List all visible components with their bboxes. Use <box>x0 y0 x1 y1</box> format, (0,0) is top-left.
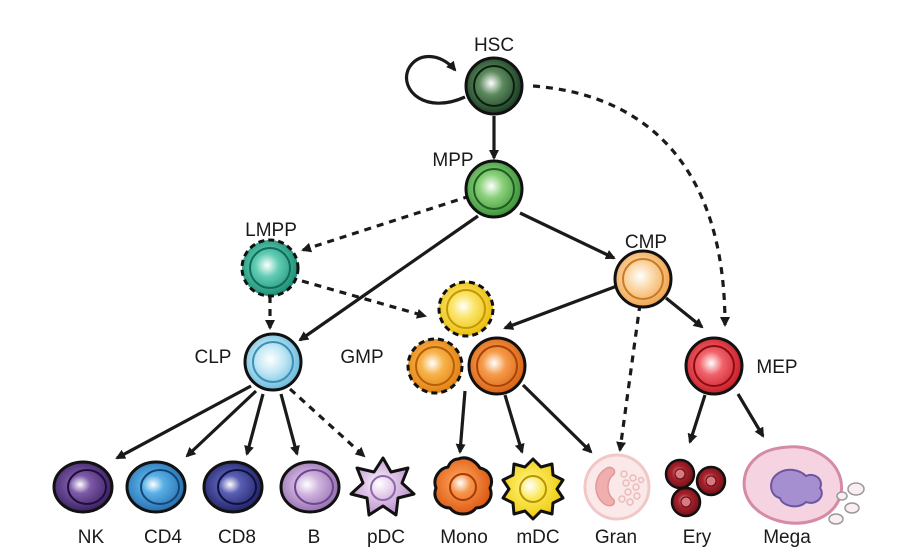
mono-cell <box>433 456 494 516</box>
mpp-cell <box>464 159 524 219</box>
ery-cells <box>664 458 727 518</box>
mdc-cell <box>501 457 565 521</box>
edge-mep-ery <box>687 394 707 444</box>
lmpp-cell <box>240 238 300 298</box>
edge-clp-b <box>279 393 300 456</box>
label-mono: Mono <box>440 527 488 548</box>
edge-mpp-lmpp <box>301 194 471 253</box>
edge-mpp-clp <box>298 214 479 342</box>
hsc-cell <box>464 56 524 116</box>
cmp-cell <box>613 249 673 309</box>
label-cmp: CMP <box>625 232 667 253</box>
lineage-edges <box>115 55 765 460</box>
gmp-cell <box>467 336 527 396</box>
gran-cell <box>583 453 651 521</box>
label-gran: Gran <box>595 527 637 548</box>
gmp-yellow-cell <box>437 280 495 338</box>
clp-cell <box>243 332 303 392</box>
edge-clp-cd4 <box>185 389 258 458</box>
progenitor-labels: HSC MPP LMPP CMP CLP GMP MEP <box>195 35 798 378</box>
b-cell <box>279 460 341 514</box>
edge-lmpp-gmp <box>301 279 427 319</box>
cd4-cell <box>125 460 187 514</box>
mep-cell <box>684 336 744 396</box>
label-cd4: CD4 <box>144 527 182 548</box>
label-clp: CLP <box>195 347 232 368</box>
mature-cell-labels: NK CD4 CD8 B pDC Mono mDC Gran Ery Mega <box>78 527 811 548</box>
label-lmpp: LMPP <box>245 220 297 241</box>
edge-clp-cd8 <box>244 393 265 456</box>
edge-clp-nk <box>115 384 252 460</box>
edge-clp-pdc <box>288 387 366 458</box>
label-mdc: mDC <box>516 527 559 548</box>
cd8-cell <box>202 460 264 514</box>
self-renewal-arrow <box>405 55 466 105</box>
gmp-cluster <box>406 280 527 396</box>
nk-cell <box>52 460 114 514</box>
mega-cell <box>742 445 865 525</box>
edge-hsc-mep <box>532 84 730 327</box>
label-nk: NK <box>78 527 105 548</box>
edge-gmp-mdc <box>503 394 525 454</box>
label-hsc: HSC <box>474 35 514 56</box>
edge-mpp-cmp <box>519 211 616 260</box>
label-b: B <box>308 527 321 548</box>
edge-mep-mega <box>736 393 765 438</box>
label-mpp: MPP <box>432 150 473 171</box>
label-pdc: pDC <box>367 527 405 548</box>
label-gmp: GMP <box>340 347 383 368</box>
edge-gmp-gran <box>521 383 593 454</box>
label-cd8: CD8 <box>218 527 256 548</box>
gmp-orange-cell <box>406 337 464 395</box>
pdc-cell <box>349 456 416 517</box>
edge-cmp-mep <box>664 296 704 329</box>
edge-cmp-gmp <box>503 284 618 330</box>
label-mep: MEP <box>756 357 797 378</box>
label-ery: Ery <box>683 527 712 548</box>
edge-cmp-gran <box>616 303 642 452</box>
edge-gmp-mono <box>455 390 467 454</box>
label-mega: Mega <box>763 527 811 548</box>
